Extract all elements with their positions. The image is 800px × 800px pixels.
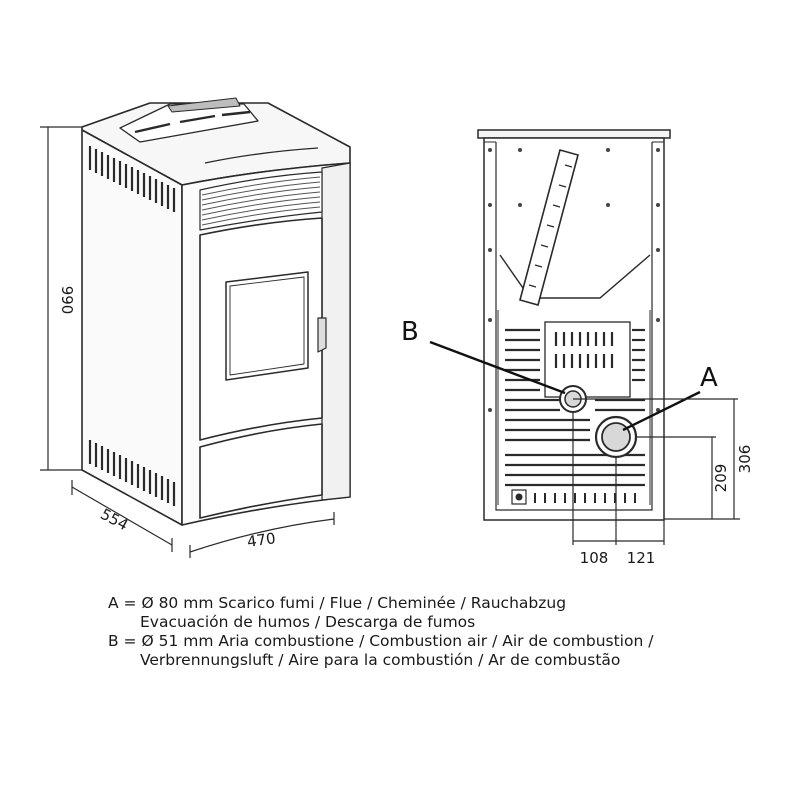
b-offset-label: 108 bbox=[580, 549, 609, 567]
a-height-label: 306 bbox=[736, 445, 754, 474]
stove-3d-view bbox=[81, 97, 351, 526]
b-height-label: 209 bbox=[712, 464, 730, 493]
callout-b-label: B bbox=[401, 317, 419, 347]
stove-rear-view bbox=[477, 129, 671, 521]
legend-a-line1: A = Ø 80 mm Scarico fumi / Flue / Chemin… bbox=[108, 594, 567, 612]
depth-dimension-label: 554 bbox=[97, 505, 131, 534]
a-offset-label: 121 bbox=[627, 549, 656, 567]
legend-b-line2: Verbrennungsluft / Aire para la combusti… bbox=[140, 651, 621, 669]
rear-vertical-dimensions bbox=[573, 398, 740, 520]
depth-dimension bbox=[71, 480, 173, 552]
width-dimension bbox=[189, 512, 335, 558]
rear-horizontal-dimensions bbox=[572, 412, 665, 545]
callout-a-label: A bbox=[700, 363, 718, 393]
height-dimension bbox=[40, 126, 82, 471]
callout-leaders bbox=[429, 340, 701, 432]
legend-b-line1: B = Ø 51 mm Aria combustione / Combustio… bbox=[108, 632, 654, 650]
height-dimension-label: 990 bbox=[58, 286, 76, 315]
legend-a-line2: Evacuación de humos / Descarga de fumos bbox=[140, 613, 476, 631]
connection-legend: A = Ø 80 mm Scarico fumi / Flue / Chemin… bbox=[108, 594, 788, 670]
width-dimension-label: 470 bbox=[246, 529, 277, 551]
